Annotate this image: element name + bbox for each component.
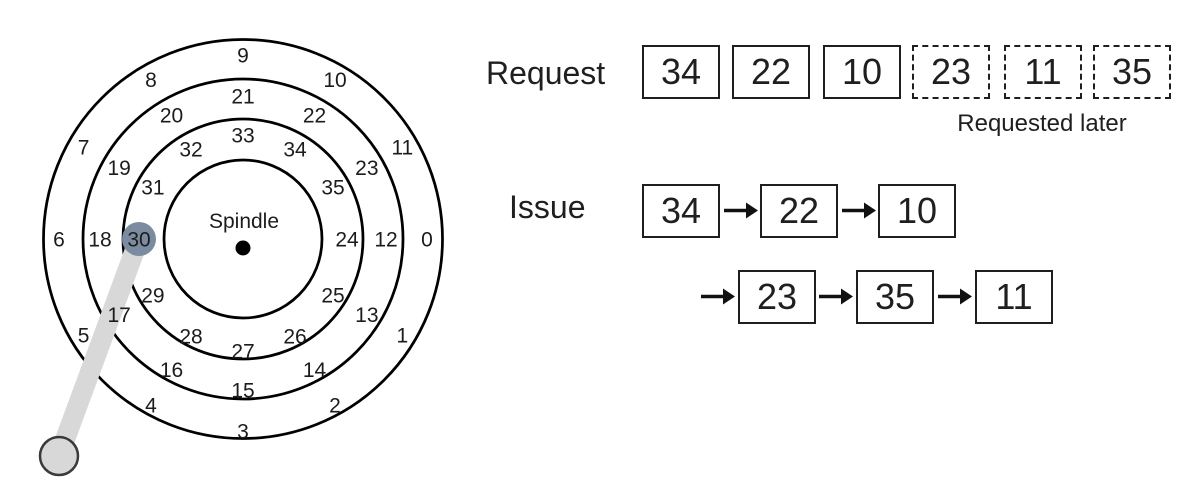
disk-sector-number-27: 27 — [231, 340, 254, 363]
disk-sector-number-28: 28 — [179, 325, 202, 348]
issue-box-11: 11 — [975, 270, 1053, 324]
disk-sector-number-23: 23 — [355, 157, 378, 180]
disk-arm-pivot — [38, 435, 80, 477]
disk-sector-number-16: 16 — [160, 359, 183, 382]
requested-later-caption: Requested later — [957, 110, 1127, 137]
disk-sector-number-32: 32 — [179, 138, 202, 161]
disk-sector-number-10: 10 — [323, 69, 346, 92]
disk-diagram: Spindle 01234567891011121314151617181920… — [38, 38, 444, 477]
disk-sector-number-14: 14 — [303, 359, 327, 382]
disk-sector-number-29: 29 — [141, 284, 164, 307]
request-later-box-35: 35 — [1093, 45, 1171, 99]
issue-box-10: 10 — [878, 184, 956, 238]
spindle-label: Spindle — [209, 210, 279, 233]
request-box-34: 34 — [642, 45, 720, 99]
disk-sector-number-15: 15 — [231, 379, 254, 402]
disk-sector-number-11: 11 — [391, 136, 413, 159]
arrow-right-icon — [938, 288, 972, 305]
disk-sector-number-4: 4 — [145, 395, 157, 418]
disk-head-marker — [122, 222, 156, 256]
disk-sector-number-1: 1 — [397, 324, 409, 347]
disk-track-circle-outer — [42, 38, 444, 440]
disk-sector-number-6: 6 — [53, 228, 65, 251]
disk-sector-number-26: 26 — [283, 325, 306, 348]
disk-sector-number-12: 12 — [374, 228, 397, 251]
disk-sector-number-3: 3 — [237, 420, 249, 443]
issue-label: Issue — [509, 189, 586, 225]
disk-sector-number-0: 0 — [421, 228, 433, 251]
disk-track-circle-second — [81, 77, 405, 401]
arrow-right-icon — [842, 202, 876, 219]
disk-sector-number-34: 34 — [283, 138, 307, 161]
disk-sector-number-5: 5 — [78, 324, 90, 347]
disk-sector-number-7: 7 — [78, 136, 90, 159]
disk-arm — [49, 229, 149, 466]
disk-hub-circle — [162, 158, 324, 320]
arrow-right-icon — [701, 288, 735, 305]
disk-sector-number-9: 9 — [237, 44, 249, 67]
disk-sector-number-25: 25 — [321, 284, 344, 307]
disk-sector-number-35: 35 — [321, 176, 344, 199]
disk-sector-number-18: 18 — [88, 228, 111, 251]
disk-sector-number-2: 2 — [329, 395, 341, 418]
request-later-box-23: 23 — [912, 45, 990, 99]
request-box-22: 22 — [732, 45, 810, 99]
issue-box-35: 35 — [856, 270, 934, 324]
disk-sector-number-17: 17 — [107, 304, 130, 327]
disk-sector-number-13: 13 — [355, 304, 378, 327]
arrow-right-icon — [819, 288, 853, 305]
issue-box-23: 23 — [738, 270, 816, 324]
disk-sector-number-24: 24 — [335, 228, 359, 251]
disk-sector-number-19: 19 — [107, 157, 130, 180]
disk-track-circle-third — [121, 117, 365, 361]
arrow-right-icon — [724, 202, 758, 219]
disk-sector-number-21: 21 — [231, 85, 254, 108]
request-later-box-11: 11 — [1004, 45, 1082, 99]
disk-sector-numbers: 0123456789101112131415161718192021222324… — [53, 44, 433, 443]
disk-sector-number-22: 22 — [303, 105, 326, 128]
disk-sector-number-33: 33 — [231, 124, 254, 147]
disk-sector-number-31: 31 — [141, 176, 164, 199]
disk-sector-number-20: 20 — [160, 105, 183, 128]
request-label: Request — [486, 55, 606, 91]
disk-sector-number-30: 30 — [127, 228, 150, 251]
disk-sector-number-8: 8 — [145, 69, 157, 92]
issue-box-22: 22 — [760, 184, 838, 238]
request-box-10: 10 — [823, 45, 901, 99]
issue-box-34: 34 — [642, 184, 720, 238]
spindle-dot — [235, 240, 251, 256]
